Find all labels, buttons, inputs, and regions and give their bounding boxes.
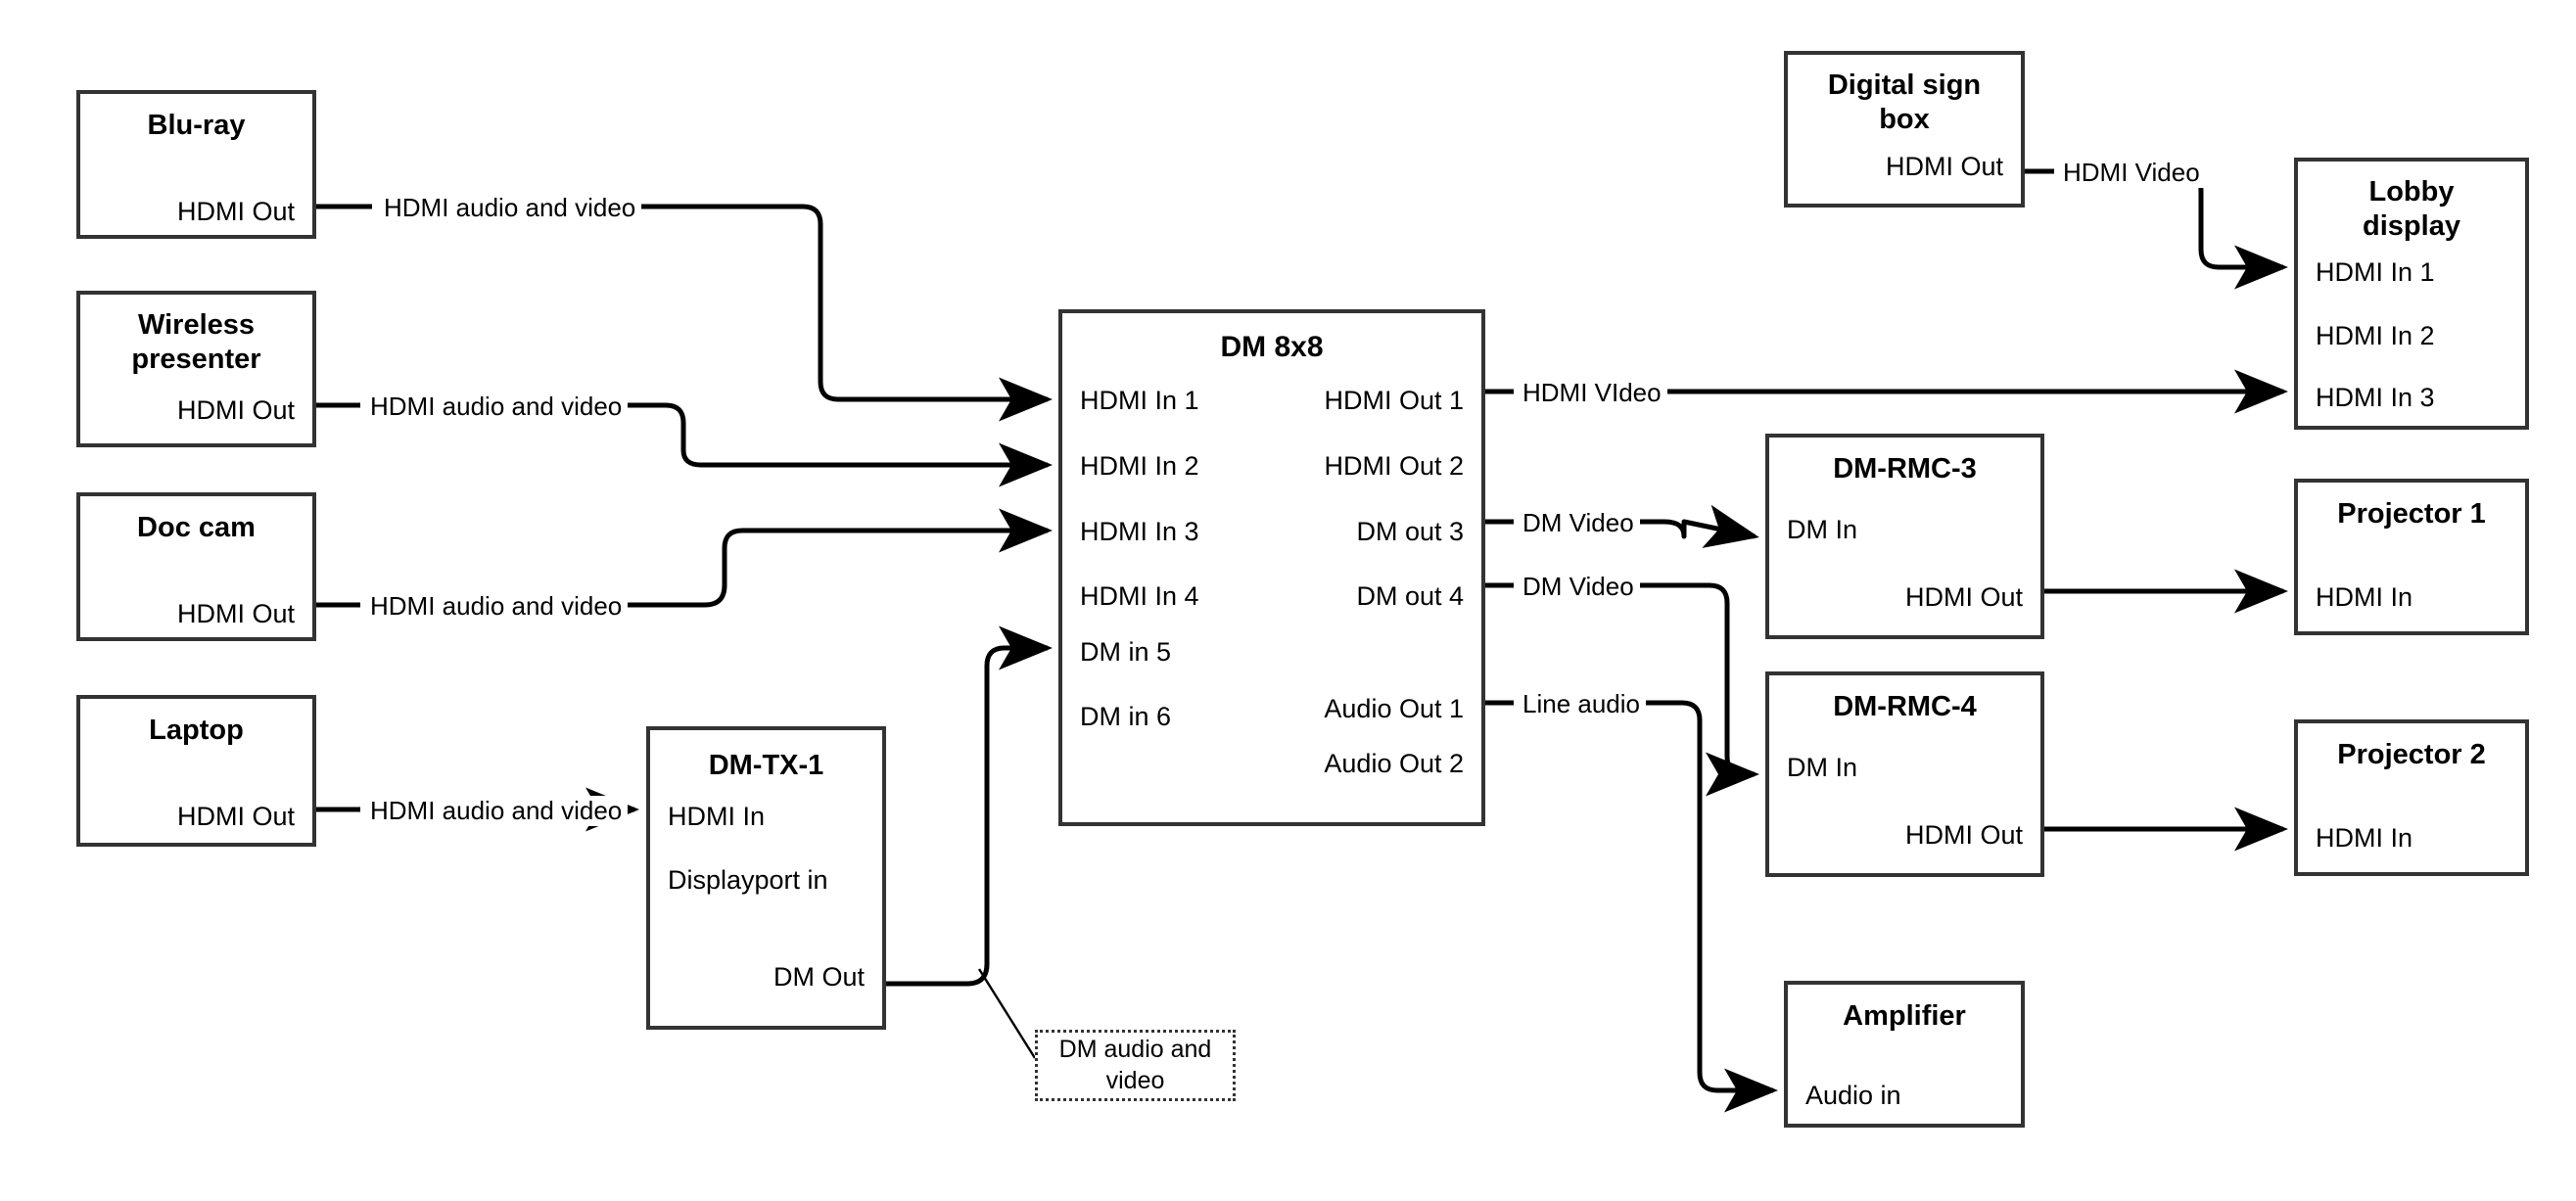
node-title: DM-TX-1 xyxy=(708,750,824,781)
wire-wireless-to-dm8x8 xyxy=(316,402,1048,465)
wire-dmtx1-to-dm8x8 xyxy=(886,625,1053,987)
port-audio-out-2: Audio Out 2 xyxy=(1324,749,1464,778)
node-dm-tx-1[interactable]: DM-TX-1 HDMI In Displayport in DM Out xyxy=(646,726,886,1030)
port-dm-in: DM In xyxy=(1787,753,1858,782)
wire-dmout3-to-rmc3 xyxy=(1485,522,1755,536)
edge-label-dmout3-to-rmc3: DM Video xyxy=(1517,508,1640,538)
port-dm-out: DM Out xyxy=(773,962,865,992)
node-title: DM 8x8 xyxy=(1220,331,1324,363)
callout-dm-audio-and-video: DM audio and video xyxy=(1035,1030,1236,1101)
node-title: Projector 1 xyxy=(2337,498,2486,530)
node-digital-sign-box[interactable]: Digital sign box HDMI Out xyxy=(1784,51,2025,208)
port-hdmi-in-3: HDMI In 3 xyxy=(2316,383,2435,412)
port-dm-in-6: DM in 6 xyxy=(1080,702,1172,731)
port-hdmi-out: HDMI Out xyxy=(1904,582,2023,612)
port-hdmi-out: HDMI Out xyxy=(176,599,295,628)
callout-leader-line xyxy=(977,968,1037,1059)
edge-label-doccam-to-dm8x8: HDMI audio and video xyxy=(364,591,629,622)
node-dm-rmc-3[interactable]: DM-RMC-3 DM In HDMI Out xyxy=(1765,434,2044,639)
port-hdmi-in-1: HDMI In 1 xyxy=(1080,386,1199,415)
edge-label-bluray-to-dm8x8: HDMI audio and video xyxy=(378,193,642,223)
node-lobby-display[interactable]: Lobby display HDMI In 1 HDMI In 2 HDMI I… xyxy=(2294,158,2529,430)
port-hdmi-in-2: HDMI In 2 xyxy=(2316,321,2435,350)
port-dm-in-5: DM in 5 xyxy=(1080,637,1172,667)
node-projector-2[interactable]: Projector 2 HDMI In xyxy=(2294,719,2529,876)
node-dm-8x8[interactable]: DM 8x8 HDMI In 1 HDMI In 2 HDMI In 3 HDM… xyxy=(1058,309,1485,826)
port-hdmi-in: HDMI In xyxy=(668,802,766,831)
node-title: Blu-ray xyxy=(147,110,246,141)
node-title: DM-RMC-4 xyxy=(1833,691,1977,722)
wire-audioout1-to-amplifier xyxy=(1485,700,1773,1090)
port-hdmi-in-4: HDMI In 4 xyxy=(1080,581,1199,611)
port-hdmi-out: HDMI Out xyxy=(176,395,295,425)
port-audio-in: Audio in xyxy=(1805,1081,1901,1110)
port-dm-in: DM In xyxy=(1787,515,1858,544)
port-hdmi-in: HDMI In xyxy=(2316,823,2413,853)
node-title: Amplifier xyxy=(1843,1000,1966,1032)
port-dm-out-4: DM out 4 xyxy=(1356,581,1464,611)
node-title: Laptop xyxy=(149,715,244,746)
wire-doccam-to-dm8x8 xyxy=(316,531,1048,608)
port-hdmi-out: HDMI Out xyxy=(176,802,295,831)
port-hdmi-out: HDMI Out xyxy=(1904,820,2023,850)
node-laptop[interactable]: Laptop HDMI Out xyxy=(76,695,316,847)
node-title: Projector 2 xyxy=(2337,739,2486,770)
node-dm-rmc-4[interactable]: DM-RMC-4 DM In HDMI Out xyxy=(1765,671,2044,877)
node-wireless-presenter[interactable]: Wireless presenter HDMI Out xyxy=(76,291,316,447)
node-blu-ray[interactable]: Blu-ray HDMI Out xyxy=(76,90,316,239)
node-title: DM-RMC-3 xyxy=(1833,453,1977,485)
edge-label-wireless-to-dm8x8: HDMI audio and video xyxy=(364,392,629,422)
node-title: Lobby display xyxy=(2363,176,2460,242)
port-hdmi-out: HDMI Out xyxy=(1885,152,2003,181)
port-dm-out-3: DM out 3 xyxy=(1356,517,1464,546)
port-hdmi-out-2: HDMI Out 2 xyxy=(1324,451,1464,481)
node-doc-cam[interactable]: Doc cam HDMI Out xyxy=(76,492,316,641)
port-hdmi-in-1: HDMI In 1 xyxy=(2316,257,2435,287)
edge-label-laptop-to-dmtx1: HDMI audio and video xyxy=(364,796,629,826)
node-title: Doc cam xyxy=(137,512,256,543)
edge-label-hdmiout1-to-lobby: HDMI VIdeo xyxy=(1517,378,1667,408)
port-audio-out-1: Audio Out 1 xyxy=(1324,694,1464,723)
node-amplifier[interactable]: Amplifier Audio in xyxy=(1784,981,2025,1128)
port-hdmi-in-3: HDMI In 3 xyxy=(1080,517,1199,546)
port-hdmi-in-2: HDMI In 2 xyxy=(1080,451,1199,481)
port-displayport-in: Displayport in xyxy=(668,865,828,895)
edge-label-dmout4-to-rmc4: DM Video xyxy=(1517,572,1640,602)
wire-bluray-to-dm8x8 xyxy=(316,204,1048,399)
edge-label-audioout1-to-amp: Line audio xyxy=(1517,689,1646,719)
node-title: Digital sign box xyxy=(1827,69,1982,135)
node-title: Wireless presenter xyxy=(131,309,261,375)
node-projector-1[interactable]: Projector 1 HDMI In xyxy=(2294,479,2529,635)
port-hdmi-out-1: HDMI Out 1 xyxy=(1324,386,1464,415)
wire-dmout4-to-rmc4 xyxy=(1485,582,1755,774)
port-hdmi-in: HDMI In xyxy=(2316,582,2413,612)
edge-label-sign-to-lobby: HDMI Video xyxy=(2057,158,2206,188)
port-hdmi-out: HDMI Out xyxy=(176,197,295,226)
